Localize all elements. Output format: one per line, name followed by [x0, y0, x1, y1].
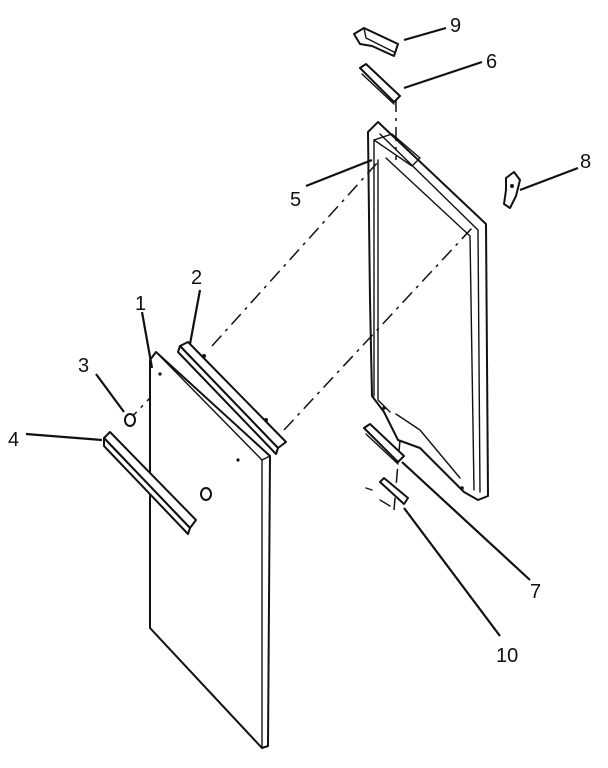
callout-9: 9	[450, 15, 461, 37]
lower-bracket	[363, 423, 405, 465]
callout-6: 6	[486, 51, 497, 73]
handle-strip-flange	[103, 437, 191, 535]
assembly-line-top	[211, 161, 379, 347]
door-panel-hole-lower	[236, 458, 240, 462]
hinge-pin-plate-bend	[363, 27, 395, 53]
door-frame-hole-1	[382, 406, 386, 410]
door-panel-edge	[155, 351, 271, 749]
hinge-pin-plate	[353, 27, 399, 57]
trim-strip-screw-1	[202, 354, 206, 358]
callout-3: 3	[78, 355, 89, 377]
trim-strip	[177, 341, 287, 455]
callout-5: 5	[290, 189, 301, 211]
door-panel-hole-upper	[158, 372, 162, 376]
bumper-upper	[124, 413, 136, 427]
hinge-upper-edge	[361, 73, 395, 105]
leader-1	[140, 311, 154, 369]
leader-5	[305, 158, 373, 188]
handle-strip	[103, 431, 197, 535]
leader-lines	[25, 26, 579, 637]
bumper-parts	[124, 413, 212, 501]
leader-6	[403, 60, 483, 90]
leader-8	[519, 166, 579, 192]
side-latch-pin	[510, 184, 514, 188]
side-latch-body	[503, 171, 521, 209]
side-latch	[503, 171, 521, 209]
lower-bracket-edge	[365, 433, 399, 465]
hinge-upper	[359, 63, 401, 105]
callout-7: 7	[530, 581, 541, 603]
door-frame	[367, 121, 489, 501]
callout-8: 8	[580, 151, 591, 173]
hinge-pin-plate-body	[353, 27, 399, 57]
trim-strip-flange	[177, 345, 279, 455]
callout-numbers: 1 2 3 4 5 6 7 8 9 10	[8, 15, 591, 667]
door-frame-hole-2	[460, 486, 464, 490]
leader-7	[401, 461, 531, 581]
door-frame-top-rail	[373, 133, 421, 167]
leader-10	[403, 507, 501, 637]
lower-hinge-clip	[365, 477, 409, 507]
leader-3	[95, 373, 125, 413]
leader-9	[403, 26, 447, 42]
trim-strip-screw-2	[264, 418, 268, 422]
leader-2	[188, 289, 202, 345]
trim-strip-groove	[195, 349, 283, 439]
door-panel	[149, 351, 271, 749]
lower-hinge-clip-tab	[365, 487, 391, 507]
lower-hinge-clip-body	[379, 477, 409, 505]
callout-1: 1	[135, 293, 146, 315]
door-frame-outer	[367, 121, 489, 501]
hinge-upper-body	[359, 63, 401, 103]
bumper-lower	[200, 487, 212, 501]
callout-10: 10	[496, 645, 518, 667]
callout-2: 2	[191, 267, 202, 289]
callout-4: 4	[8, 429, 19, 451]
leader-4	[25, 432, 103, 442]
lower-bracket-body	[363, 423, 405, 463]
door-frame-inner	[377, 133, 481, 493]
